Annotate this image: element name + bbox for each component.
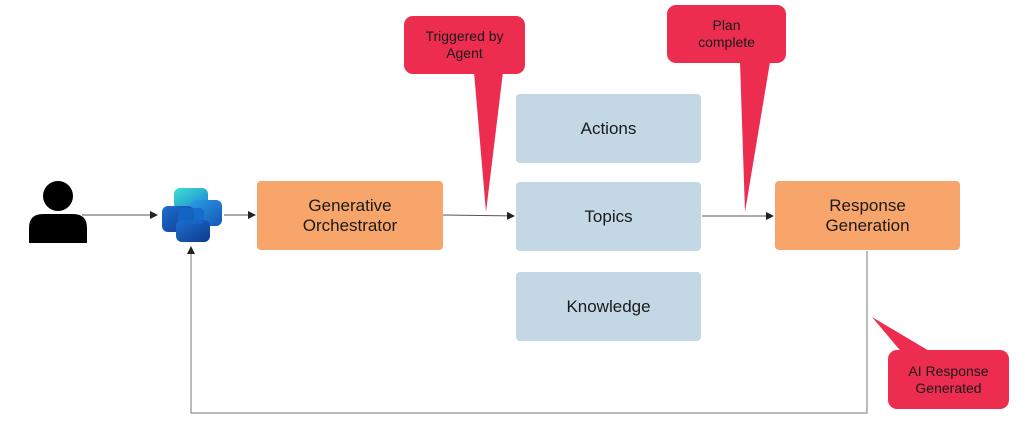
callout-ai-response-generated: AI Response Generated (888, 350, 1009, 409)
actions-label: Actions (580, 118, 637, 138)
arrow-orchestrator-to-topics (442, 211, 515, 220)
callout-pointer-ai-response (872, 317, 936, 355)
response-generation-label: Response Generation (825, 195, 910, 235)
actions-box: Actions (516, 94, 701, 163)
callout-triggered-by-agent: Triggered by Agent (404, 16, 525, 74)
response-generation-box: Response Generation (775, 181, 960, 250)
callout-plan-label: Plan complete (698, 17, 755, 50)
callout-plan-complete: Plan complete (667, 5, 786, 63)
callout-triggered-label: Triggered by Agent (425, 28, 504, 61)
callout-ai-response-label: AI Response Generated (908, 362, 989, 396)
knowledge-box: Knowledge (516, 272, 701, 341)
copilot-logo-icon (162, 188, 222, 242)
person-icon (29, 181, 87, 243)
generative-orchestrator-box: Generative Orchestrator (257, 181, 443, 250)
knowledge-label: Knowledge (566, 296, 651, 316)
callout-pointer-triggered (474, 72, 503, 212)
feedback-loop-line (187, 246, 868, 414)
generative-orchestrator-label: Generative Orchestrator (302, 195, 398, 235)
callout-pointer-plan (740, 62, 770, 212)
topics-box: Topics (516, 182, 701, 251)
topics-label: Topics (584, 206, 633, 226)
